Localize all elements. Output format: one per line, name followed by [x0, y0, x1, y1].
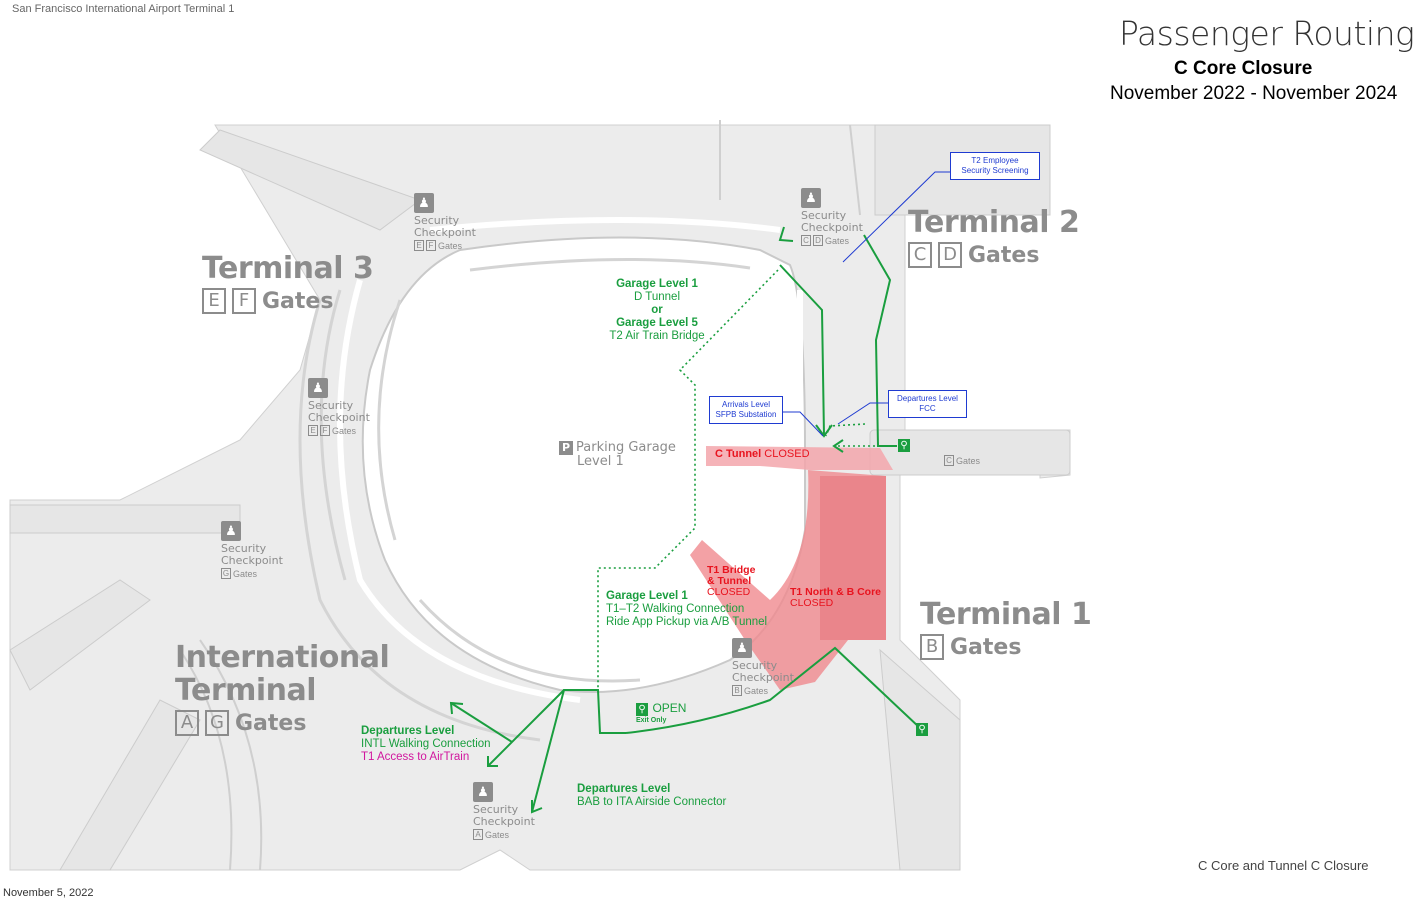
- terminal-2-name: Terminal 2: [908, 205, 1080, 240]
- terminal-2-label: Terminal 2 C D Gates: [908, 205, 1080, 268]
- security-officer-icon: ♟: [801, 188, 821, 208]
- gate-box-a: A: [175, 710, 199, 736]
- terminal-1-label: Terminal 1 B Gates: [920, 597, 1092, 660]
- security-officer-icon: ♟: [308, 378, 328, 398]
- terminal-3-name: Terminal 3: [202, 251, 374, 286]
- international-terminal-label: International Terminal A G Gates: [175, 640, 390, 736]
- gates-word: Gates: [968, 242, 1040, 268]
- gate-box-g: G: [205, 710, 229, 736]
- security-officer-icon: ♟: [732, 638, 752, 658]
- gates-word: Gates: [235, 710, 307, 736]
- parking-icon: P: [559, 441, 573, 455]
- parking-garage-area: [361, 236, 806, 693]
- t2-employee-screening-callout: T2 Employee Security Screening: [950, 152, 1040, 180]
- c-tunnel-closed-zone: [706, 446, 893, 470]
- walking-person-icon: ⚲: [898, 439, 910, 452]
- gates-word: Gates: [262, 288, 334, 314]
- page-subtitle: C Core Closure: [1174, 58, 1313, 79]
- t1-t2-walk-label: Garage Level 1 T1–T2 Walking Connection …: [606, 590, 768, 628]
- t1-bridge-closed-label: T1 Bridge & Tunnel CLOSED: [707, 564, 756, 598]
- gates-word: Gates: [950, 634, 1022, 660]
- gate-box-b: B: [920, 634, 944, 660]
- security-officer-icon: ♟: [221, 521, 241, 541]
- bab-ita-label: Departures Level BAB to ITA Airside Conn…: [577, 783, 727, 808]
- arrivals-sfpb-callout: Arrivals Level SFPB Substation: [709, 396, 783, 424]
- gate-box-e: E: [202, 288, 226, 314]
- intl-name-line1: International: [175, 640, 390, 675]
- terminal-3-label: Terminal 3 E F Gates: [202, 251, 374, 314]
- terminal-1-name: Terminal 1: [920, 597, 1092, 632]
- c-tunnel-closed-label: C Tunnel CLOSED: [715, 448, 810, 460]
- page-title: Passenger Routing: [1119, 14, 1415, 53]
- security-officer-icon: ♟: [414, 193, 434, 213]
- map-date: November 5, 2022: [3, 887, 94, 899]
- security-officer-icon: ♟: [473, 782, 493, 802]
- walking-person-icon: ⚲: [636, 703, 648, 716]
- garage-route-label: Garage Level 1 D Tunnel or Garage Level …: [609, 278, 705, 342]
- intl-name-line2: Terminal: [175, 673, 317, 708]
- open-exit-label: ⚲ OPEN Exit Only: [636, 701, 687, 724]
- map-caption: C Core and Tunnel C Closure: [1198, 858, 1369, 873]
- gate-box-d: D: [938, 242, 962, 268]
- gate-box-c: C: [908, 242, 932, 268]
- intl-walk-label: Departures Level INTL Walking Connection…: [361, 725, 491, 763]
- walking-person-icon: ⚲: [916, 723, 928, 736]
- site-name: San Francisco International Airport Term…: [12, 3, 235, 15]
- date-range: November 2022 - November 2024: [1110, 83, 1398, 104]
- t1-north-closed-label: T1 North & B Core CLOSED: [790, 586, 882, 609]
- departures-fcc-callout: Departures Level FCC: [888, 390, 967, 418]
- gate-box-f: F: [232, 288, 256, 314]
